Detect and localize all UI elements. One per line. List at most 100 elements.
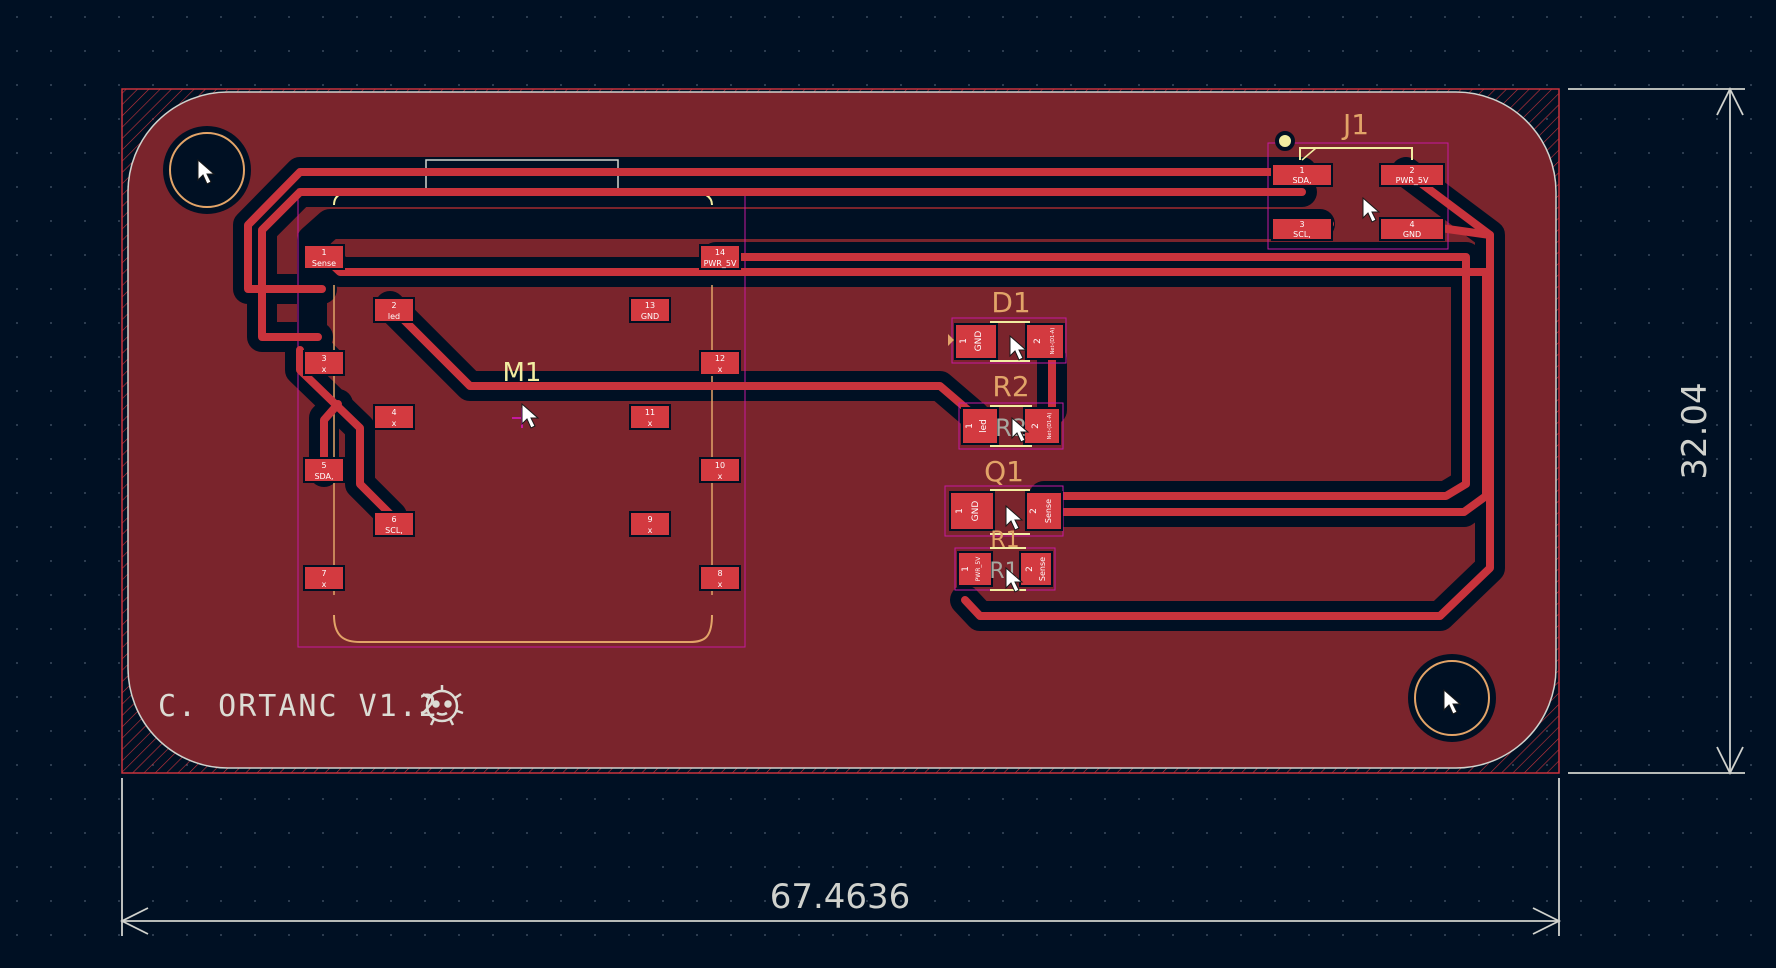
pad-m1-2: 2 led <box>373 297 415 323</box>
q1-footprint: 1 GND 2 Sense <box>944 485 1064 537</box>
svg-text:x: x <box>718 365 723 374</box>
smd-parts[interactable]: 1 GND 2 Net-(D1-A) 1 led 2 Net-(D1-A) 1 <box>944 317 1067 591</box>
svg-text:1: 1 <box>321 248 326 257</box>
svg-text:PWR_5V: PWR_5V <box>1396 176 1429 185</box>
m1-anchor-crosshair-icon <box>512 403 539 429</box>
svg-text:10: 10 <box>715 461 725 470</box>
track-m1-5 <box>320 400 342 472</box>
svg-text:GND: GND <box>641 312 659 321</box>
svg-text:SCL,: SCL, <box>385 526 403 535</box>
svg-text:1: 1 <box>961 566 971 572</box>
svg-text:Sense: Sense <box>1044 499 1053 523</box>
svg-text:1: 1 <box>965 423 975 429</box>
svg-text:GND: GND <box>974 331 984 352</box>
track-pwr-loop <box>961 168 1494 620</box>
svg-text:Sense: Sense <box>312 259 336 268</box>
pad-m1-11: 11 x <box>629 404 671 430</box>
svg-text:x: x <box>392 419 397 428</box>
svg-text:8: 8 <box>717 569 722 578</box>
svg-text:9: 9 <box>647 515 652 524</box>
pad-m1-3: 3x <box>303 350 345 376</box>
svg-text:GND: GND <box>971 501 981 522</box>
pad-m1-10: 10 x <box>699 457 741 483</box>
pad-m1-9: 9x <box>629 511 671 537</box>
d1-footprint: 1 GND 2 Net-(D1-A) <box>948 317 1067 364</box>
svg-text:6: 6 <box>391 515 396 524</box>
track-pwr5v <box>712 253 1470 500</box>
svg-text:x: x <box>648 419 653 428</box>
svg-text:PWR_5V: PWR_5V <box>704 259 737 268</box>
m1-fab-bottom <box>333 614 713 643</box>
svg-text:SDA,: SDA, <box>1292 176 1311 185</box>
ref-r2: R2 <box>992 370 1029 403</box>
ref-d1: D1 <box>991 286 1030 319</box>
r2-footprint: 1 led 2 Net-(D1-A) <box>958 402 1064 450</box>
svg-text:3: 3 <box>1299 220 1304 229</box>
svg-text:x: x <box>648 526 653 535</box>
dimension-width-label[interactable]: 67.4636 <box>770 877 911 917</box>
svg-text:7: 7 <box>321 569 326 578</box>
ref-r1: R1 <box>990 528 1019 553</box>
svg-text:x: x <box>322 580 327 589</box>
svg-text:12: 12 <box>715 354 725 363</box>
footprint-anchor-cursors <box>197 159 1461 715</box>
track-sda <box>244 168 1306 293</box>
svg-text:2: 2 <box>1409 166 1414 175</box>
svg-text:5: 5 <box>321 461 326 470</box>
dimension-height[interactable] <box>1568 86 1745 776</box>
svg-text:3: 3 <box>321 354 326 363</box>
svg-text:4: 4 <box>1409 220 1414 229</box>
pad-m1-12: 12 x <box>699 350 741 376</box>
pad-m1-4: 4x <box>373 404 415 430</box>
track-led <box>386 302 979 420</box>
gear-face-logo-icon <box>420 685 464 726</box>
svg-text:2: 2 <box>1033 338 1043 344</box>
track-scl <box>258 188 1306 341</box>
dimension-height-label[interactable]: 32.04 <box>1675 382 1715 479</box>
svg-text:14: 14 <box>715 248 725 257</box>
ref-m1: M1 <box>503 358 542 388</box>
svg-text:1: 1 <box>1299 166 1304 175</box>
svg-text:11: 11 <box>645 408 655 417</box>
svg-text:Sense: Sense <box>1038 557 1047 581</box>
svg-text:4: 4 <box>391 408 396 417</box>
pad-m1-7: 7x <box>303 565 345 591</box>
ref-q1: Q1 <box>984 455 1024 488</box>
svg-text:x: x <box>322 365 327 374</box>
svg-text:led: led <box>979 419 989 433</box>
svg-text:2: 2 <box>1029 508 1039 514</box>
dimension-width[interactable] <box>119 778 1562 936</box>
board-title[interactable]: C. ORTANC V1.2 <box>158 689 439 724</box>
svg-text:SDA,: SDA, <box>314 472 333 481</box>
svg-text:1: 1 <box>959 338 969 344</box>
svg-text:Net-(D1-A): Net-(D1-A) <box>1047 413 1053 440</box>
svg-text:Net-(D1-A): Net-(D1-A) <box>1050 328 1056 355</box>
reference-designators[interactable]: J1 M1 D1 R2 R2 Q1 R1 R1 <box>503 108 1370 584</box>
svg-text:PWR_5V: PWR_5V <box>975 556 982 582</box>
svg-text:x: x <box>718 580 723 589</box>
track-m1-6 <box>296 346 396 520</box>
j1-pin1-marker <box>1275 131 1295 151</box>
svg-text:2: 2 <box>1031 423 1041 429</box>
svg-text:2: 2 <box>1025 566 1035 572</box>
svg-text:2: 2 <box>391 301 396 310</box>
svg-text:SCL,: SCL, <box>1293 230 1311 239</box>
svg-text:13: 13 <box>645 301 655 310</box>
ref-j1: J1 <box>1341 108 1369 141</box>
svg-text:1: 1 <box>955 508 965 514</box>
r1-footprint: 1 PWR_5V 2 Sense <box>954 547 1056 591</box>
svg-text:led: led <box>388 312 400 321</box>
svg-text:x: x <box>718 472 723 481</box>
svg-text:GND: GND <box>1403 230 1421 239</box>
